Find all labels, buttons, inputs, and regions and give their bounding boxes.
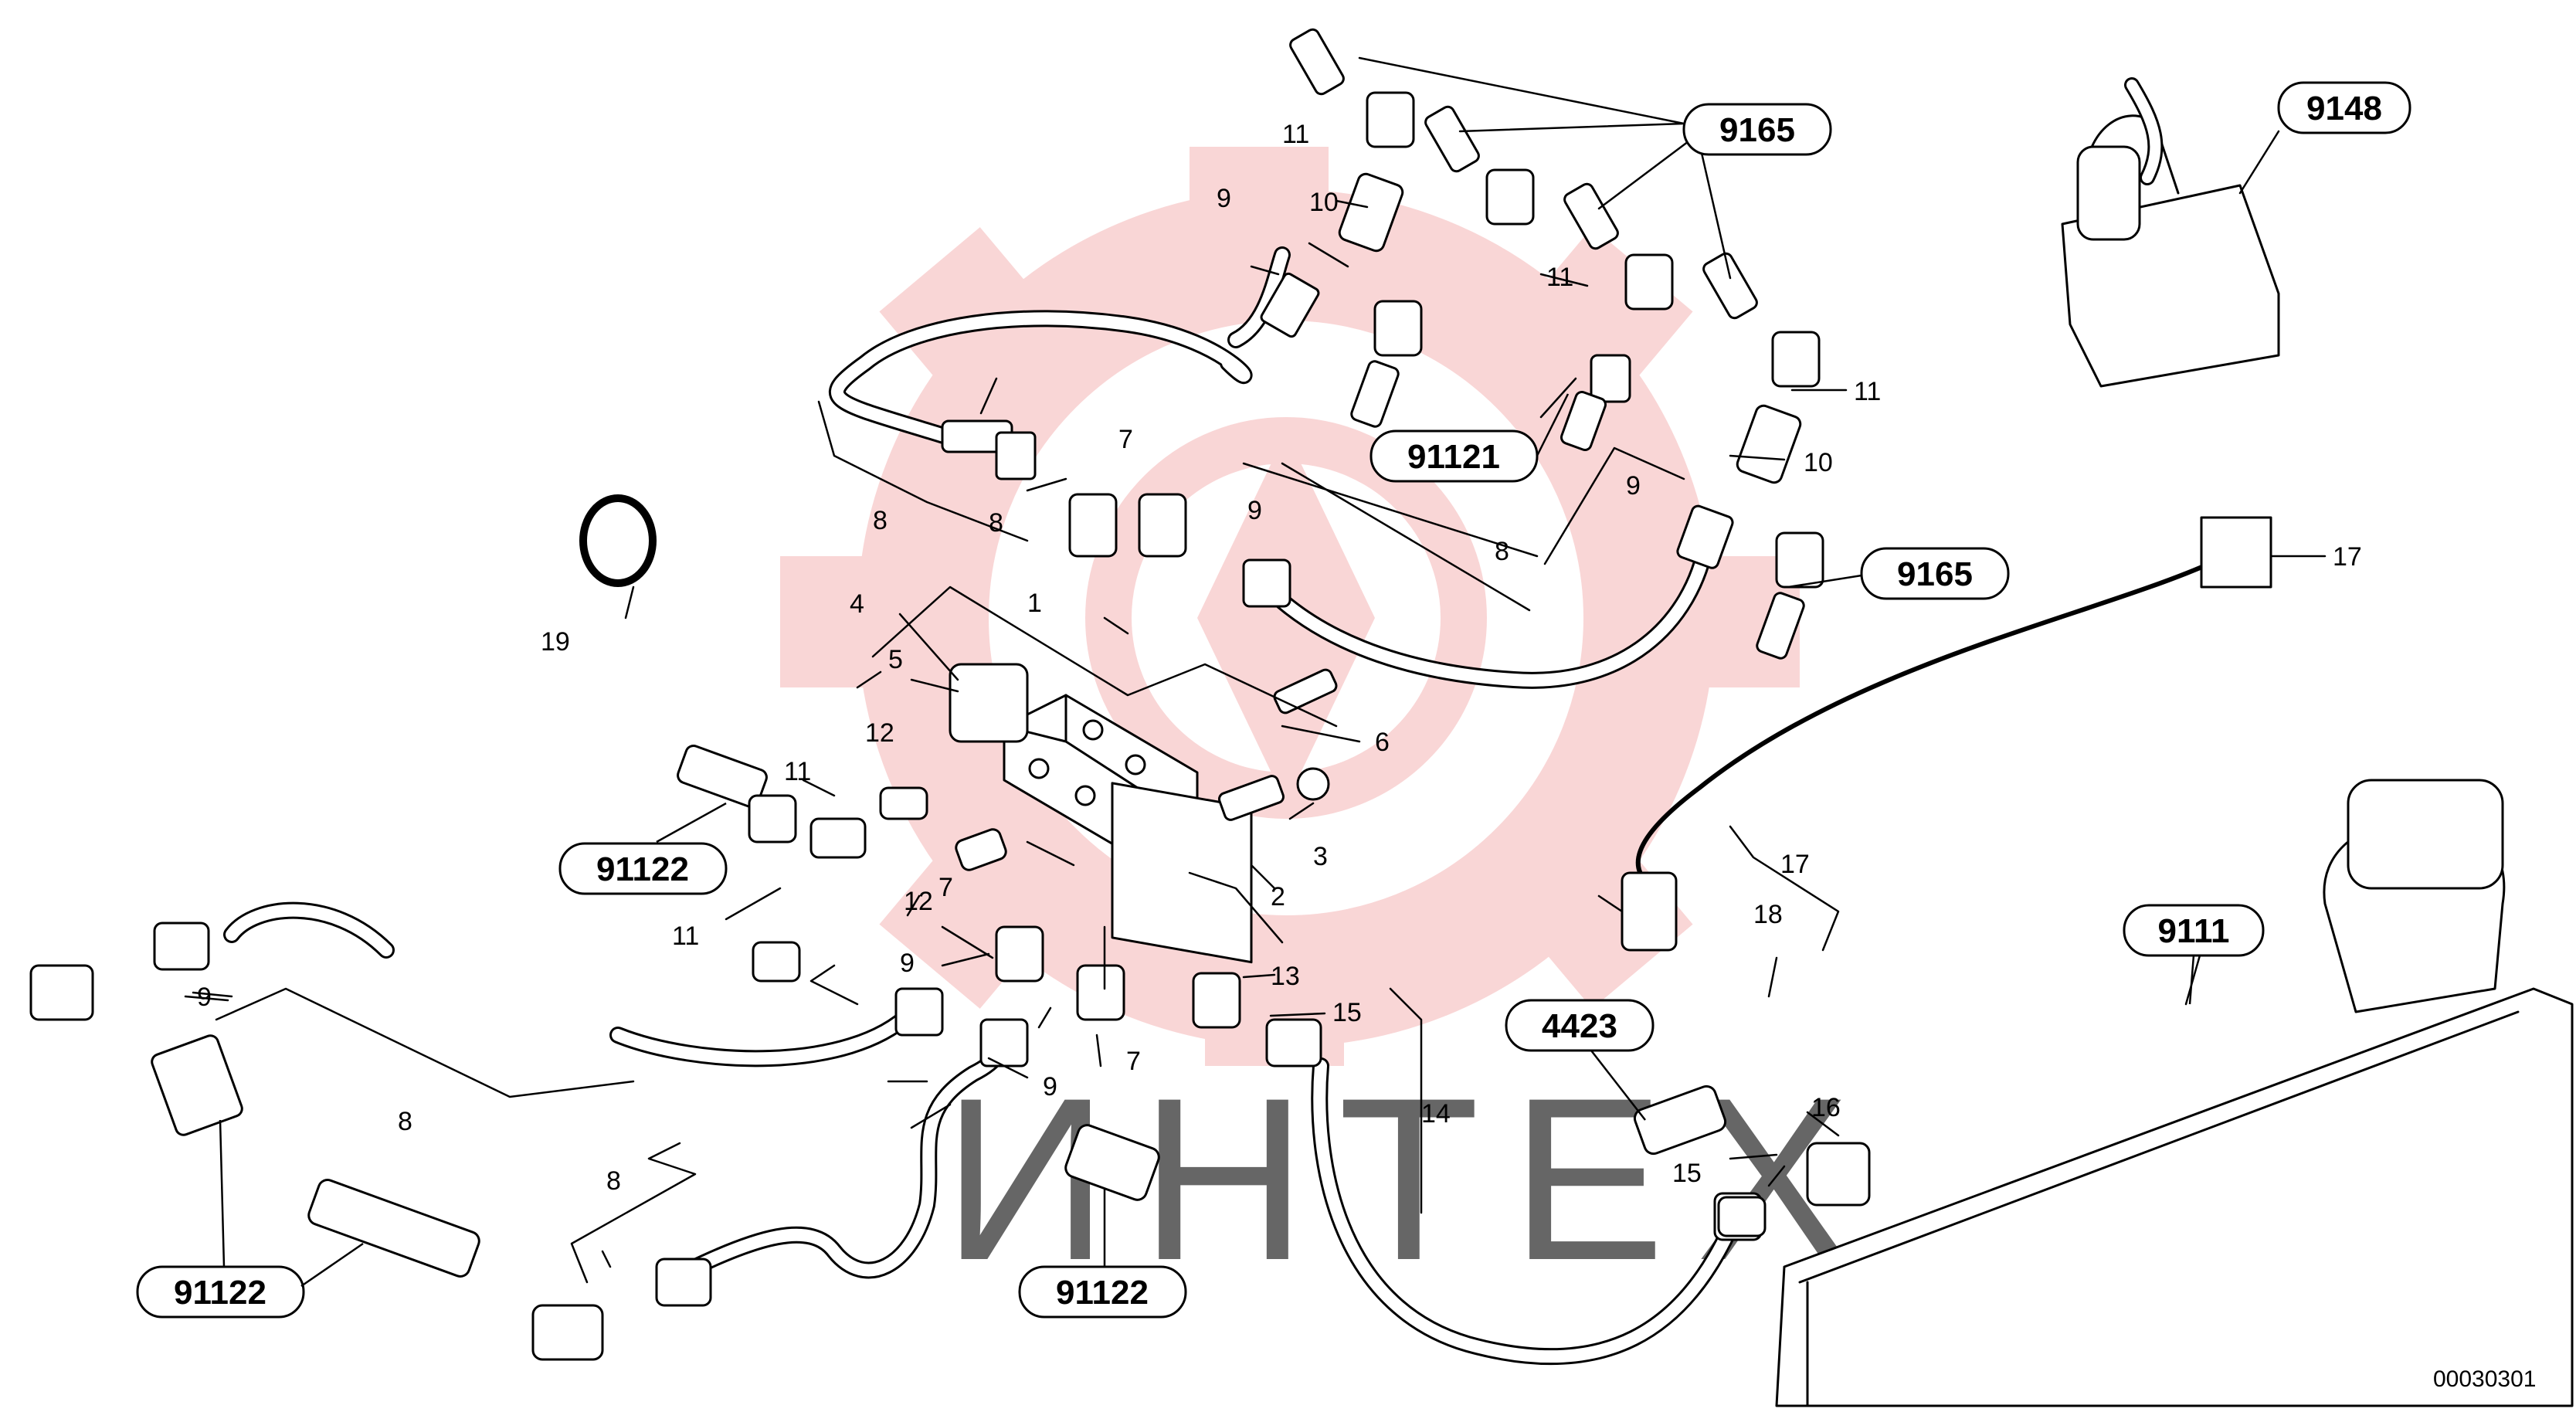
part-label-17-top: 17: [2333, 542, 2362, 572]
part-label-11-lower: 11: [672, 922, 699, 951]
fittings-9165-top: [1289, 28, 1824, 660]
part-label-5: 5: [888, 645, 903, 674]
part-label-8-top-left: 8: [873, 506, 888, 535]
part-label-13: 13: [1271, 962, 1300, 991]
part-label-4: 4: [850, 589, 864, 619]
svg-text:4423: 4423: [1542, 1007, 1617, 1045]
part-label-9-lower-left: 9: [197, 983, 212, 1012]
group-bracket-lines: [215, 400, 1840, 1284]
callout-91122-left: 91122: [558, 842, 728, 895]
fittings-misc: [29, 493, 1871, 1361]
part-label-11-left: 11: [784, 757, 811, 786]
part-label-16: 16: [1811, 1093, 1841, 1122]
part-label-9-top: 9: [1217, 184, 1231, 213]
callout-9111: 9111: [2123, 904, 2265, 957]
part-label-12-upper: 12: [865, 718, 894, 748]
tank-9111: [1775, 779, 2574, 1407]
callout-9148: 9148: [2277, 81, 2411, 134]
part-label-2: 2: [1271, 882, 1285, 911]
part-number-labels: 1 2 3 4 5 6 7 7 7 8 8 8 8 8 9 9 9 9 9 9 …: [197, 120, 2362, 1196]
part-label-18: 18: [1753, 900, 1783, 929]
part-label-7-left: 7: [938, 873, 953, 902]
svg-text:9111: 9111: [2157, 912, 2229, 950]
callout-91121: 91121: [1369, 429, 1539, 483]
part-label-19: 19: [541, 627, 570, 657]
part-label-11-right: 11: [1854, 377, 1881, 406]
part-label-1: 1: [1027, 589, 1042, 618]
callout-91122-bottom-left: 91122: [136, 1265, 305, 1319]
svg-text:91122: 91122: [1056, 1274, 1149, 1312]
part-label-17-lower: 17: [1780, 850, 1810, 879]
leader-lines: [184, 56, 2327, 1268]
part-label-7-top: 7: [1118, 425, 1133, 454]
part-label-15-mid: 15: [1332, 998, 1362, 1027]
part-label-8-lower-left: 8: [398, 1107, 412, 1136]
hose-8-upper-left: [829, 246, 1320, 480]
part-label-6: 6: [1375, 728, 1390, 757]
part-label-14: 14: [1421, 1099, 1451, 1129]
svg-text:9165: 9165: [1719, 111, 1795, 149]
callout-leaders: [219, 393, 2195, 1288]
part-label-9-lower-mid: 9: [900, 949, 915, 978]
svg-text:91122: 91122: [174, 1274, 266, 1312]
callout-9165-right: 9165: [1860, 547, 2010, 600]
part-label-11-mid: 11: [1546, 263, 1573, 292]
reference-callouts: 9165 9165 9148 91121 91122 91122 91122: [136, 81, 2411, 1319]
part-label-10-top: 10: [1309, 188, 1339, 217]
harness-17: [1621, 516, 2272, 952]
svg-text:9148: 9148: [2306, 90, 2382, 127]
part-label-9-right: 9: [1626, 471, 1641, 501]
hose-8-middle-right: [1242, 504, 1734, 689]
part-label-11-top: 11: [1282, 120, 1309, 149]
part-label-15-right: 15: [1672, 1159, 1702, 1188]
svg-text:91121: 91121: [1407, 438, 1500, 476]
callout-4423: 4423: [1505, 999, 1655, 1052]
part-label-8-right: 8: [1495, 537, 1509, 566]
drawing-code: 00030301: [2433, 1366, 2536, 1392]
part-label-7-bottom: 7: [1126, 1047, 1141, 1076]
part-label-12-lower: 12: [904, 887, 933, 916]
valve-block: [949, 663, 1253, 964]
svg-text:91122: 91122: [596, 850, 689, 888]
part-label-9-mid: 9: [1247, 496, 1262, 525]
joystick-9148: [2061, 77, 2280, 388]
part-label-8-lower-middle: 8: [606, 1166, 621, 1196]
part-label-9-lower-right: 9: [1043, 1072, 1057, 1101]
part-label-10-right: 10: [1804, 448, 1833, 477]
callout-91122-bottom-middle: 91122: [1018, 1265, 1187, 1319]
callout-9165-top: 9165: [1682, 103, 1832, 156]
svg-text:9165: 9165: [1897, 555, 1973, 593]
hose-8-lower-left: [153, 901, 1029, 1307]
part-label-3: 3: [1313, 842, 1328, 871]
clamp-19: [579, 494, 657, 587]
part-label-9-top-left: 8: [989, 508, 1003, 538]
